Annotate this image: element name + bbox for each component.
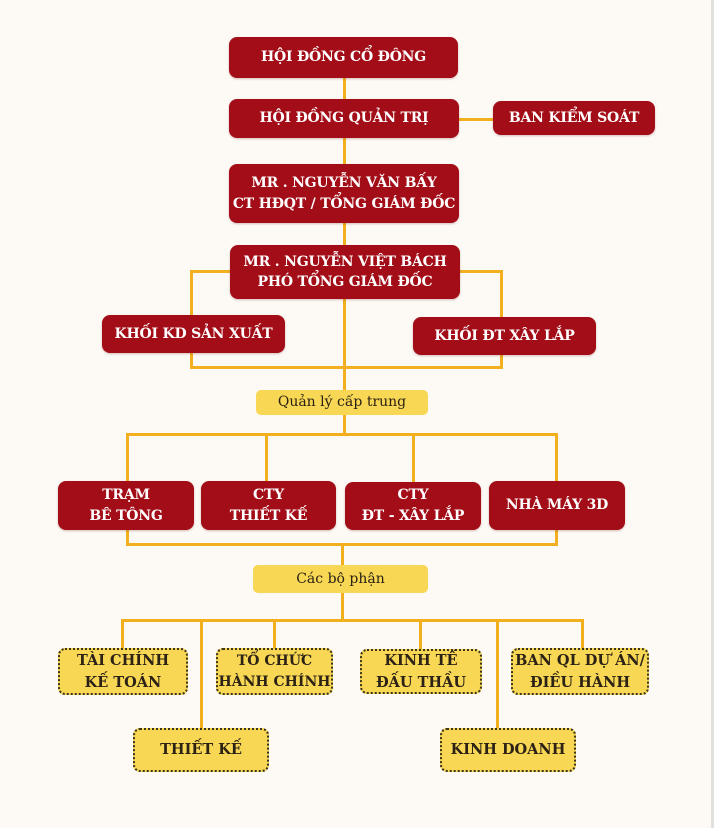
connector-line	[343, 299, 346, 391]
connector-line	[126, 530, 129, 545]
connector-line	[460, 270, 503, 273]
node-label-line1: CTY	[253, 486, 284, 503]
node-block-production[interactable]: KHỐI KD SẢN XUẤT	[102, 315, 285, 353]
node-unit-construction-company[interactable]: CTY ĐT - XÂY LẮP	[345, 482, 481, 530]
dept-project-management[interactable]: BAN QL DỰ ÁN/ ĐIỀU HÀNH	[511, 648, 649, 695]
dept-label-line2: KẾ TOÁN	[84, 673, 162, 691]
node-label-line2: ĐT - XÂY LẮP	[361, 508, 465, 524]
section-label-text: Quản lý cấp trung	[277, 394, 407, 411]
connector-line	[496, 619, 499, 729]
connector-line	[459, 118, 494, 121]
connector-line	[555, 530, 558, 545]
page-edge	[711, 0, 714, 828]
connector-line	[200, 619, 203, 729]
person-name: MR . NGUYỄN VĂN BẤY	[251, 175, 437, 192]
dept-design[interactable]: THIẾT KẾ	[133, 728, 269, 772]
connector-line	[126, 433, 129, 483]
node-deputy[interactable]: MR . NGUYỄN VIỆT BÁCH PHÓ TỔNG GIÁM ĐỐC	[230, 245, 460, 299]
node-label-line1: CTY	[397, 487, 429, 503]
dept-label-line1: TÀI CHÍNH	[76, 652, 170, 670]
dept-label-line1: TỔ CHỨC	[236, 653, 313, 670]
person-name: MR . NGUYỄN VIỆT BÁCH	[243, 253, 447, 270]
node-block-construction[interactable]: KHỐI ĐT XÂY LẮP	[413, 317, 596, 355]
node-shareholders[interactable]: HỘI ĐỒNG CỔ ĐÔNG	[229, 37, 458, 78]
node-label: HỘI ĐỒNG CỔ ĐÔNG	[260, 49, 427, 66]
node-unit-design-company[interactable]: CTY THIẾT KẾ	[201, 481, 336, 530]
connector-line	[412, 433, 415, 483]
connector-line	[343, 223, 346, 246]
person-title: CT HĐQT / TỔNG GIÁM ĐỐC	[232, 195, 456, 212]
connector-line	[265, 433, 268, 483]
connector-line	[419, 619, 422, 649]
dept-label-line1: KINH TẾ	[384, 652, 458, 670]
node-label: KHỐI KD SẢN XUẤT	[114, 325, 273, 342]
node-chairman[interactable]: MR . NGUYỄN VĂN BẤY CT HĐQT / TỔNG GIÁM …	[229, 164, 459, 223]
node-label-line1: NHÀ MÁY 3D	[505, 497, 609, 514]
dept-label-line1: KINH DOANH	[450, 741, 566, 759]
connector-line	[121, 619, 584, 622]
person-title: PHÓ TỔNG GIÁM ĐỐC	[257, 274, 433, 290]
node-supervisory[interactable]: BAN KIỂM SOÁT	[493, 101, 655, 135]
node-label: BAN KIỂM SOÁT	[508, 109, 640, 126]
section-label-departments: Các bộ phận	[253, 565, 428, 593]
dept-label-line1: THIẾT KẾ	[160, 741, 242, 759]
connector-line	[555, 433, 558, 483]
connector-line	[343, 415, 346, 435]
connector-line	[190, 366, 503, 369]
dept-label-line2: ĐẤU THẦU	[375, 673, 466, 691]
connector-line	[190, 270, 230, 273]
connector-line	[341, 543, 344, 566]
node-label-line2: THIẾT KẾ	[229, 507, 308, 524]
dept-administration[interactable]: TỔ CHỨC HÀNH CHÍNH	[216, 648, 333, 695]
node-unit-concrete[interactable]: TRẠM BÊ TÔNG	[58, 481, 194, 530]
dept-label-line2: HÀNH CHÍNH	[218, 673, 331, 690]
node-label-line1: TRẠM	[102, 486, 150, 503]
dept-finance-accounting[interactable]: TÀI CHÍNH KẾ TOÁN	[58, 648, 188, 695]
section-label-middle-management: Quản lý cấp trung	[256, 390, 428, 415]
node-board[interactable]: HỘI ĐỒNG QUẢN TRỊ	[229, 99, 459, 138]
dept-sales[interactable]: KINH DOANH	[440, 728, 576, 772]
dept-label-line1: BAN QL DỰ ÁN/	[515, 652, 645, 670]
connector-line	[341, 593, 344, 621]
connector-line	[581, 619, 584, 649]
connector-line	[273, 619, 276, 649]
connector-line	[343, 78, 346, 100]
connector-line	[126, 433, 558, 436]
node-label: HỘI ĐỒNG QUẢN TRỊ	[259, 110, 429, 127]
dept-economics-bidding[interactable]: KINH TẾ ĐẤU THẦU	[360, 649, 482, 694]
node-label: KHỐI ĐT XÂY LẮP	[434, 327, 575, 344]
dept-label-line2: ĐIỀU HÀNH	[529, 673, 631, 691]
connector-line	[343, 138, 346, 165]
connector-line	[121, 619, 124, 649]
node-unit-3d-factory[interactable]: NHÀ MÁY 3D	[489, 481, 625, 530]
section-label-text: Các bộ phận	[296, 570, 385, 587]
node-label-line2: BÊ TÔNG	[89, 507, 163, 524]
